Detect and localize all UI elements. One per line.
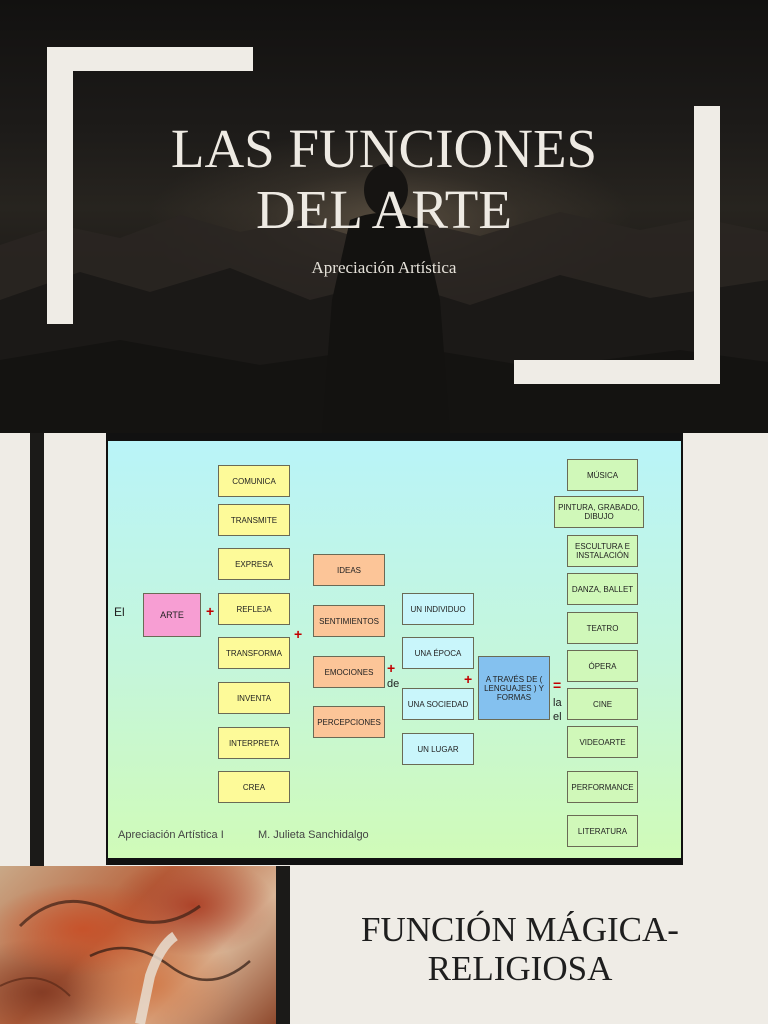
frame-corner-bottom-right — [514, 360, 720, 384]
feeling-box: IDEAS — [313, 554, 385, 586]
la-word: la — [553, 697, 562, 709]
accent-bar — [30, 433, 44, 866]
verb-box: CREA — [218, 771, 290, 803]
plus-sign-2: + — [294, 626, 303, 642]
footer-author: M. Julieta Sanchidalgo — [258, 829, 369, 841]
accent-bar-dark — [276, 866, 290, 1024]
frame-corner-top-left — [47, 47, 253, 71]
context-box: UNA ÉPOCA — [402, 637, 474, 669]
plus-sign-4: + — [464, 671, 473, 687]
slide-subtitle: Apreciación Artística — [311, 258, 457, 277]
feeling-box: EMOCIONES — [313, 656, 385, 688]
de-word: de — [387, 678, 400, 690]
art-form-box: MÚSICA — [567, 459, 638, 491]
verb-box: REFLEJA — [218, 593, 290, 625]
cave-painting-strokes — [0, 899, 251, 1024]
art-form-box: TEATRO — [567, 612, 638, 644]
through-box: A TRAVÉS DE ( LENGUAJES ) Y FORMAS — [478, 656, 550, 720]
section-heading: FUNCIÓN MÁGICA- RELIGIOSA — [330, 910, 710, 988]
footer-course: Apreciación Artística I — [118, 829, 224, 841]
art-form-box: CINE — [567, 688, 638, 720]
concept-diagram: El ARTE + COMUNICA TRANSMITE EXPRESA REF… — [108, 441, 681, 858]
context-box: UN LUGAR — [402, 733, 474, 765]
title-line-2: DEL ARTE — [256, 179, 512, 240]
verb-box: INVENTA — [218, 682, 290, 714]
feeling-box: SENTIMIENTOS — [313, 605, 385, 637]
title-line-1: LAS FUNCIONES — [170, 118, 598, 179]
equals-sign: = — [553, 677, 562, 693]
heading-line-1: FUNCIÓN MÁGICA- — [361, 910, 679, 949]
verb-box: EXPRESA — [218, 548, 290, 580]
plus-sign-1: + — [206, 603, 215, 619]
art-form-box: VIDEOARTE — [567, 726, 638, 758]
verb-box: TRANSFORMA — [218, 637, 290, 669]
arte-box: ARTE — [143, 593, 201, 637]
slide-title: LAS FUNCIONES DEL ARTE — [0, 118, 768, 240]
el-lower-word: el — [553, 711, 562, 723]
art-form-box: PINTURA, GRABADO, DIBUJO — [554, 496, 644, 528]
frame-corner-top-left-vertical — [47, 47, 73, 324]
magic-religious-slide: FUNCIÓN MÁGICA- RELIGIOSA — [0, 866, 768, 1024]
context-box: UN INDIVIDUO — [402, 593, 474, 625]
art-form-box: ÓPERA — [567, 650, 638, 682]
verb-box: COMUNICA — [218, 465, 290, 497]
art-form-box: LITERATURA — [567, 815, 638, 847]
el-word: El — [114, 605, 125, 619]
feeling-box: PERCEPCIONES — [313, 706, 385, 738]
context-box: UNA SOCIEDAD — [402, 688, 474, 720]
verb-box: TRANSMITE — [218, 504, 290, 536]
art-form-box: ESCULTURA E INSTALACIÓN — [567, 535, 638, 567]
diagram-slide: El ARTE + COMUNICA TRANSMITE EXPRESA REF… — [0, 433, 768, 866]
verb-box: INTERPRETA — [218, 727, 290, 759]
plus-sign-3: + — [387, 660, 396, 676]
title-slide: LAS FUNCIONES DEL ARTE Apreciación Artís… — [0, 0, 768, 433]
art-form-box: DANZA, BALLET — [567, 573, 638, 605]
frame-corner-bottom-right-vertical — [694, 106, 720, 384]
art-form-box: PERFORMANCE — [567, 771, 638, 803]
heading-line-2: RELIGIOSA — [427, 949, 613, 988]
cave-painting-image — [0, 866, 276, 1024]
